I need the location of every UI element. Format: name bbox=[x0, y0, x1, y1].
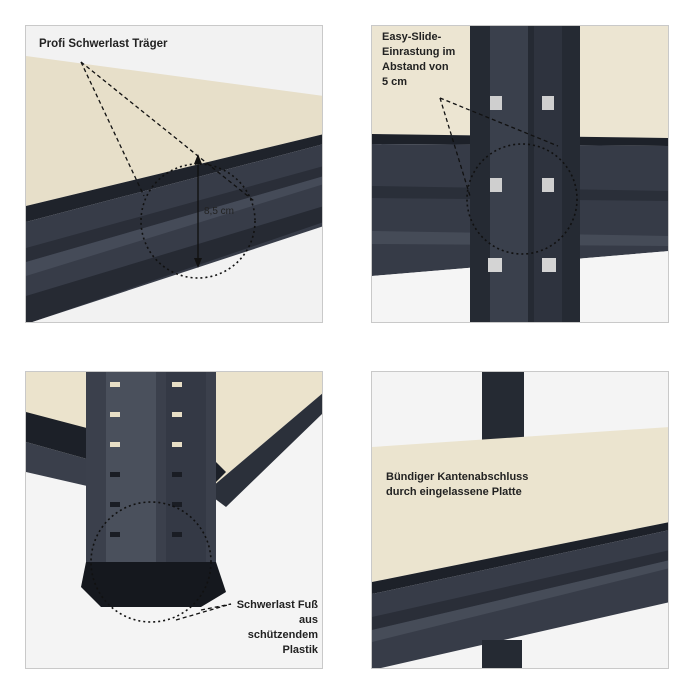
edge-caption: Bündiger Kantenabschluss durch eingelass… bbox=[386, 470, 586, 500]
slide-caption: Easy-Slide- Einrastung im Abstand von 5 … bbox=[382, 30, 502, 90]
edge-caption-line: durch eingelassene Platte bbox=[386, 486, 522, 498]
foot-caption-line: Schwerlast Fuß bbox=[236, 599, 318, 611]
panel-beam: Profi Schwerlast Träger 8,5 cm bbox=[25, 25, 323, 323]
foot-photo bbox=[26, 372, 322, 668]
edge-photo bbox=[372, 372, 668, 668]
beam-caption: Profi Schwerlast Träger bbox=[39, 38, 168, 50]
foot-caption-line: aus bbox=[299, 614, 318, 626]
beam-dimension-label: 8,5 cm bbox=[204, 206, 235, 217]
slide-photo bbox=[372, 26, 668, 322]
panel-slide: Easy-Slide- Einrastung im Abstand von 5 … bbox=[371, 25, 669, 323]
panel-foot: Schwerlast Fuß aus schützendem Plastik bbox=[25, 371, 323, 669]
beam-photo bbox=[26, 26, 322, 322]
edge-caption-line: Bündiger Kantenabschluss bbox=[386, 471, 529, 483]
foot-caption: Schwerlast Fuß aus schützendem Plastik bbox=[226, 598, 318, 658]
slide-caption-line: Abstand von bbox=[382, 61, 449, 73]
foot-caption-line: Plastik bbox=[282, 644, 318, 656]
slide-caption-line: Easy-Slide- bbox=[382, 31, 442, 43]
foot-caption-line: schützendem bbox=[247, 629, 318, 641]
slide-caption-line: 5 cm bbox=[382, 76, 408, 88]
panel-edge: Bündiger Kantenabschluss durch eingelass… bbox=[371, 371, 669, 669]
slide-caption-line: Einrastung im bbox=[382, 46, 456, 58]
